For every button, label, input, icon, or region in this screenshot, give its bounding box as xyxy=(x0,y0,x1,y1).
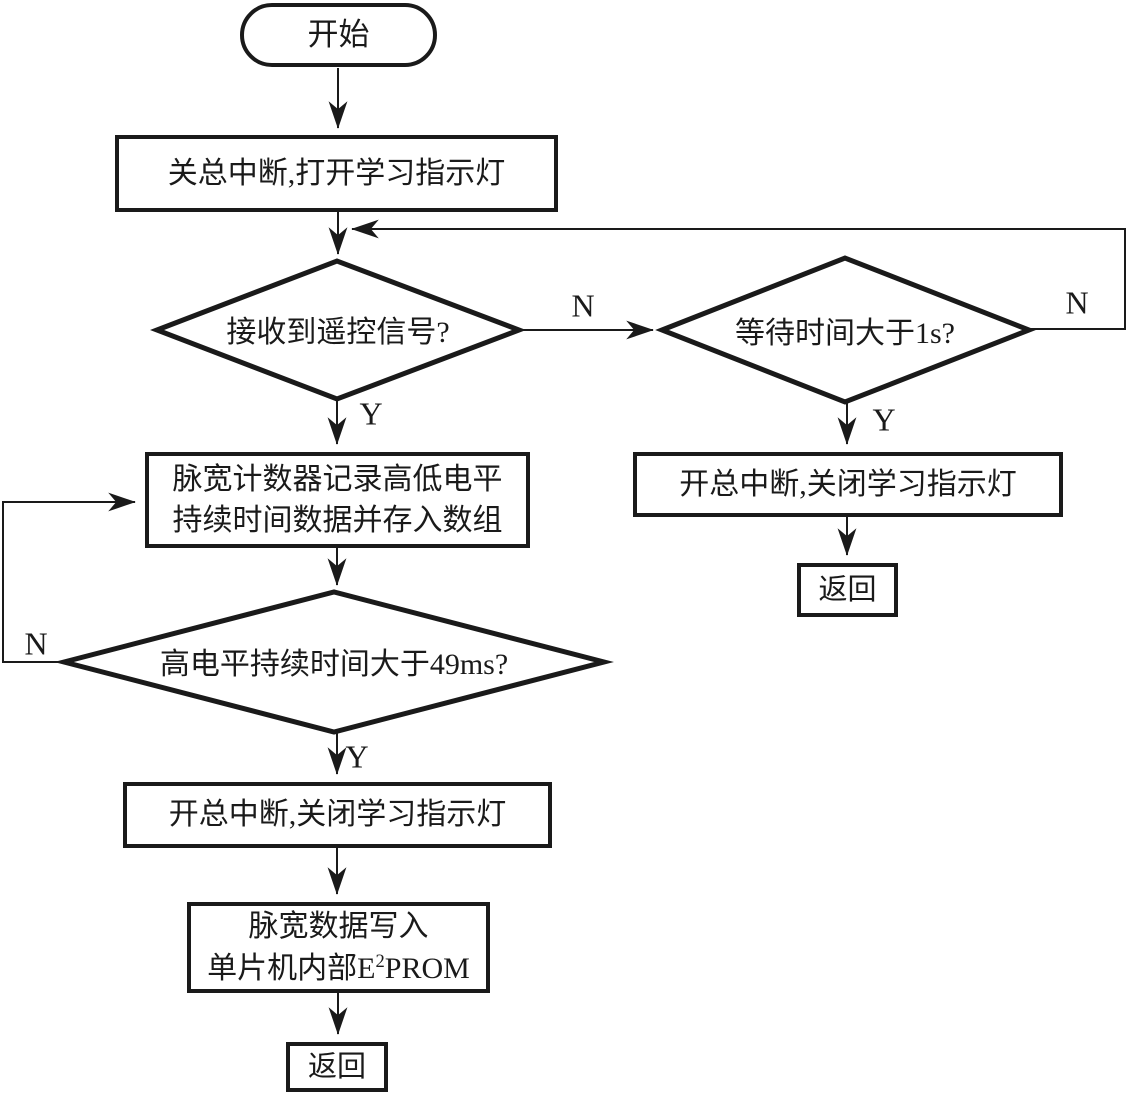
terminal-return-bottom: 返回 xyxy=(286,1042,388,1092)
decision-received-signal-label: 接收到遥控信号? xyxy=(226,316,450,349)
decision-received-signal-shape xyxy=(150,258,527,402)
decision-wait-1s-label: 等待时间大于1s? xyxy=(735,317,955,350)
process-open-interrupt-left-label: 开总中断,关闭学习指示灯 xyxy=(168,798,507,832)
process-pulse-counter-line2: 持续时间数据并存入数组 xyxy=(172,504,503,537)
process-write-eeprom: 脉宽数据写入 单片机内部E2PROM xyxy=(187,902,490,993)
process-close-interrupt-label: 关总中断,打开学习指示灯 xyxy=(167,156,506,190)
branch-label-recv-yes: Y xyxy=(359,395,383,432)
process-close-interrupt-open-led: 关总中断,打开学习指示灯 xyxy=(115,135,558,212)
process-open-interrupt-close-led-right: 开总中断,关闭学习指示灯 xyxy=(633,452,1063,517)
decision-wait-1s-shape xyxy=(655,255,1036,405)
terminal-return-right-label: 返回 xyxy=(818,573,877,606)
process-pulse-counter-line1: 脉宽计数器记录高低电平 xyxy=(172,462,503,496)
terminal-return-bottom-label: 返回 xyxy=(307,1050,366,1083)
process-open-interrupt-right-label: 开总中断,关闭学习指示灯 xyxy=(679,467,1017,501)
terminal-start: 开始 xyxy=(240,3,437,67)
decision-high-49ms-shape xyxy=(54,589,614,735)
branch-label-wait-yes: Y xyxy=(872,401,896,438)
branch-label-49ms-yes: Y xyxy=(345,738,369,775)
branch-label-wait-no: N xyxy=(1065,284,1089,321)
process-write-eeprom-line2: 单片机内部E2PROM xyxy=(207,948,470,989)
edge-wait-no-return-loop xyxy=(351,219,1126,330)
terminal-return-right: 返回 xyxy=(797,563,898,617)
process-pulse-counter: 脉宽计数器记录高低电平 持续时间数据并存入数组 xyxy=(145,452,530,548)
eeprom-superscript: 2 xyxy=(375,950,385,972)
edge-49ms-no-loop xyxy=(2,492,136,663)
terminal-start-label: 开始 xyxy=(307,16,370,52)
process-write-eeprom-line1: 脉宽数据写入 xyxy=(248,910,429,944)
branch-label-recv-no: N xyxy=(571,287,595,324)
eeprom-line2-suffix: PROM xyxy=(384,951,470,985)
branch-label-49ms-no: N xyxy=(24,625,48,662)
process-open-interrupt-close-led-left: 开总中断,关闭学习指示灯 xyxy=(123,782,552,848)
decision-high-49ms-label: 高电平持续时间大于49ms? xyxy=(159,648,509,681)
eeprom-line2-prefix: 单片机内部E xyxy=(207,951,376,985)
